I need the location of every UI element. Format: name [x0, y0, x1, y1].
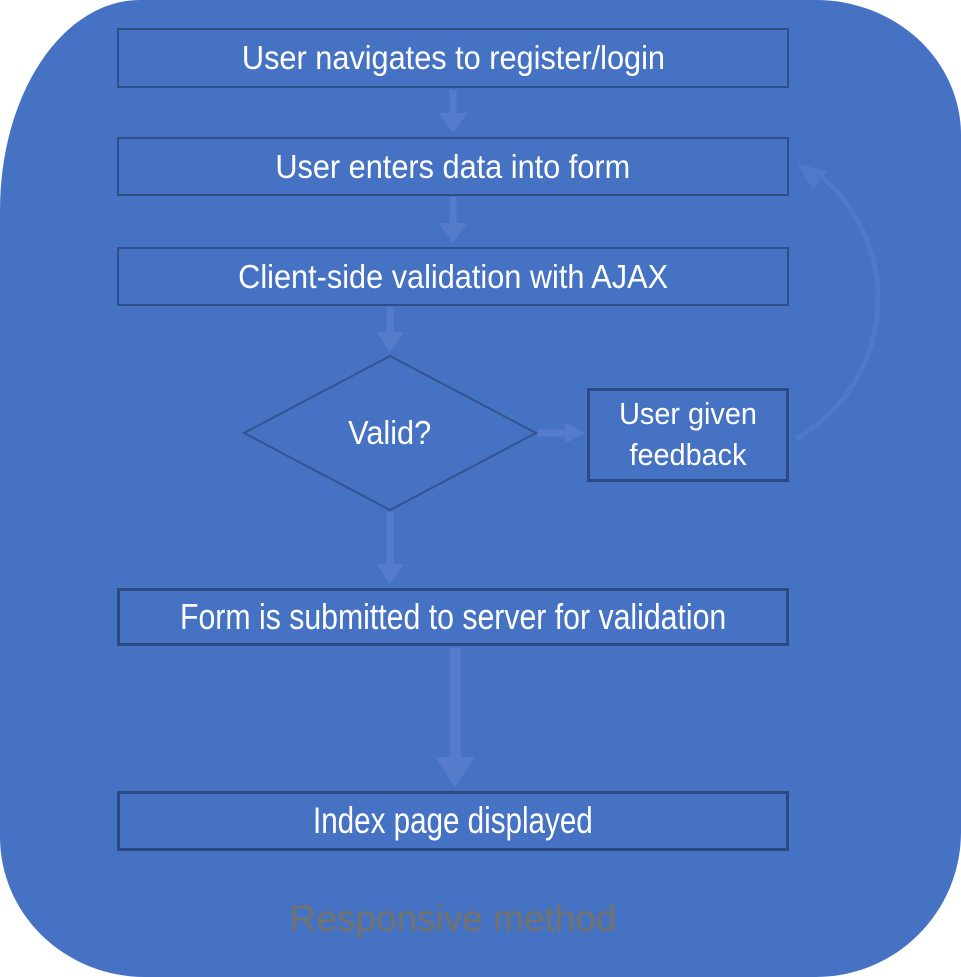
arrow-down-icon-2	[439, 197, 467, 243]
node-form-submitted: Form is submitted to server for validati…	[117, 588, 789, 646]
node-user-given-feedback: User given feedback	[587, 388, 789, 482]
node-label: Client-side validation with AJAX	[238, 257, 668, 295]
node-label: Valid?	[348, 414, 432, 451]
node-label: Form is submitted to server for validati…	[179, 596, 727, 637]
arrow-right-icon	[538, 422, 585, 444]
node-user-navigates: User navigates to register/login	[117, 28, 789, 88]
loop-arrow-curve	[794, 169, 881, 442]
arrow-down-icon-4	[376, 512, 404, 584]
caption-text: Responsive method	[289, 898, 617, 939]
loop-arrow-head-icon	[797, 163, 828, 190]
diagram-caption: Responsive method	[117, 893, 789, 945]
node-client-side-validation: Client-side validation with AJAX	[117, 247, 789, 306]
node-valid-decision: Valid?	[244, 356, 536, 510]
decision-diamond-shape	[241, 354, 539, 512]
node-user-enters-data: User enters data into form	[117, 137, 789, 196]
node-label: Index page displayed	[313, 800, 593, 841]
arrow-down-icon-1	[439, 90, 467, 133]
arrow-down-large-icon	[435, 648, 475, 787]
node-index-page: Index page displayed	[117, 791, 789, 851]
node-label: User navigates to register/login	[241, 39, 665, 76]
arrow-down-icon-3	[376, 307, 404, 352]
node-label: User given feedback	[619, 396, 757, 472]
node-label: User enters data into form	[275, 147, 631, 185]
